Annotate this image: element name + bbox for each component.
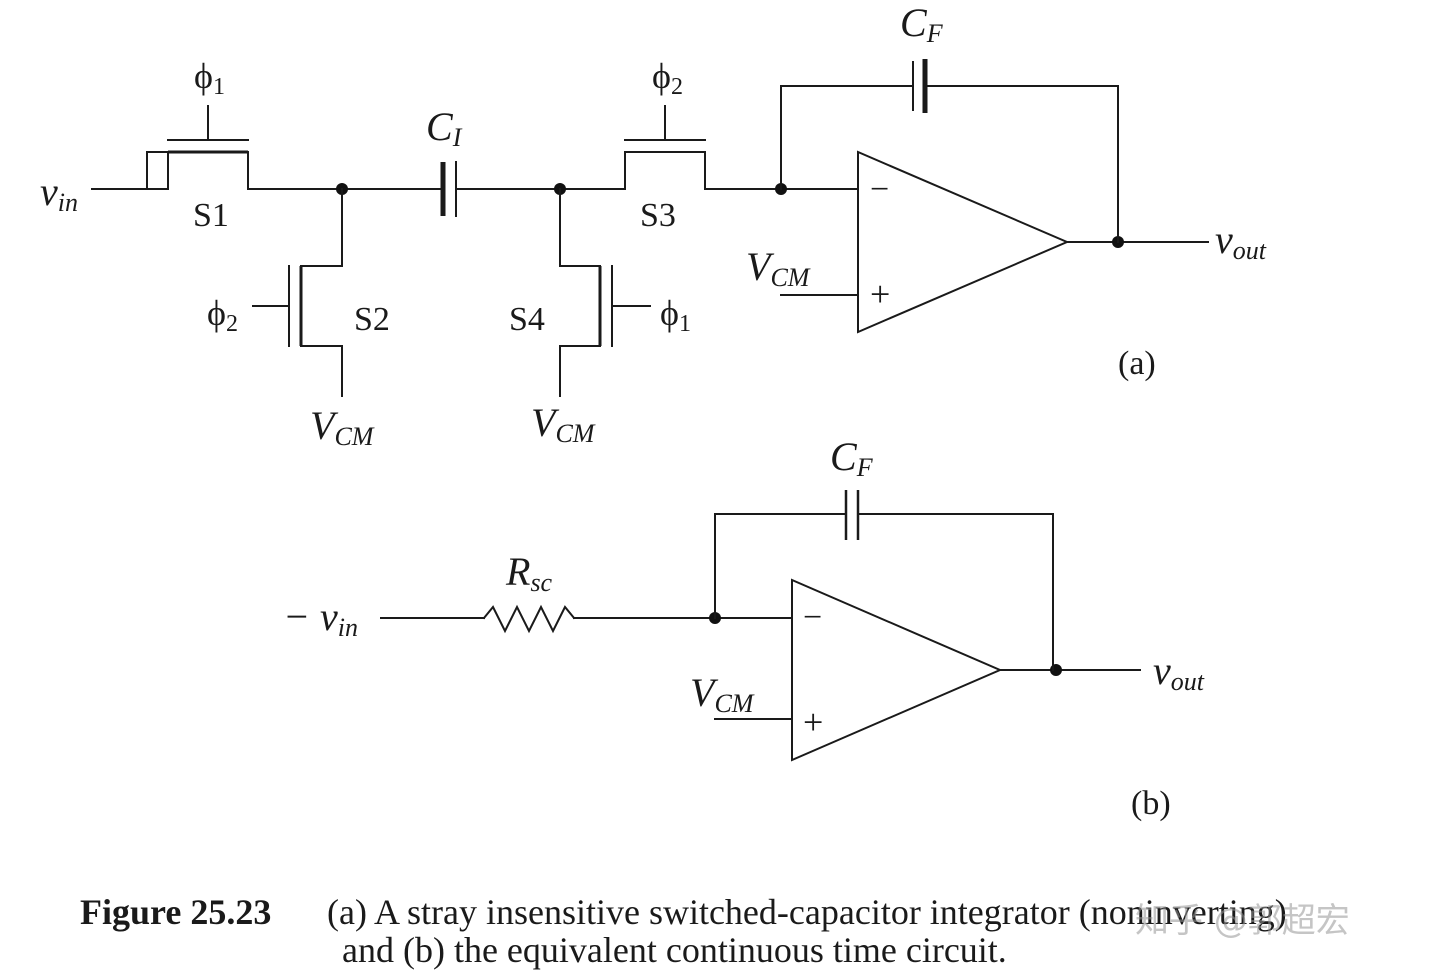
circuit-diagram: vin S1 ϕ1 CI S3 ϕ2 CF ϕ2 S2 S4 ϕ1 VCM VC… — [40, 0, 1267, 822]
resistor-rsc — [482, 604, 576, 634]
capacitor-cf-b — [714, 490, 1054, 671]
phase-label-s3: ϕ2 — [652, 56, 683, 100]
output-label-a: vout — [1215, 217, 1267, 265]
switch-label-s4: S4 — [509, 301, 545, 338]
phase-label-s2: ϕ2 — [207, 293, 238, 337]
circuit-b-tag: (b) — [1131, 785, 1171, 822]
switch-label-s2: S2 — [354, 301, 390, 338]
opamp-b — [714, 578, 1141, 762]
circuit-b — [380, 490, 1141, 762]
switch-s4 — [559, 188, 651, 397]
caption-line-2: and (b) the equivalent continuous time c… — [342, 930, 1007, 970]
input-label-b: −vin — [283, 594, 358, 642]
vcm-label-opamp-b: VCM — [690, 670, 755, 718]
node-output-b — [1050, 664, 1062, 676]
vcm-label-s2: VCM — [310, 403, 375, 451]
caption-line-1: (a) A stray insensitive switched-capacit… — [327, 892, 1287, 932]
switch-s3 — [624, 105, 859, 190]
switch-s1 — [146, 105, 271, 190]
figure-number: Figure 25.23 — [80, 892, 272, 932]
vcm-label-opamp-a: VCM — [746, 244, 811, 292]
circuit-a — [91, 59, 1209, 397]
capacitor-ci — [427, 161, 626, 217]
opamp-a-minus: − — [870, 171, 889, 208]
circuit-a-tag: (a) — [1118, 345, 1156, 382]
switch-label-s1: S1 — [193, 197, 229, 234]
phase-label-s4: ϕ1 — [660, 293, 691, 337]
output-label-b: vout — [1153, 648, 1205, 696]
input-label-a: vin — [40, 169, 78, 217]
switch-label-s3: S3 — [640, 197, 676, 234]
opamp-b-plus: + — [803, 702, 823, 742]
ci-label: CI — [426, 104, 463, 152]
opamp-a — [780, 150, 1209, 334]
rsc-label: Rsc — [505, 549, 553, 597]
vcm-label-s4: VCM — [531, 400, 596, 448]
phase-label-s1: ϕ1 — [194, 56, 225, 100]
opamp-b-minus: − — [803, 599, 822, 636]
opamp-a-plus: + — [870, 274, 890, 314]
cf-label-b: CF — [830, 434, 874, 482]
capacitor-cf-a — [780, 59, 1119, 243]
watermark: 知乎 @郭超宏 — [1135, 901, 1350, 941]
cf-label-a: CF — [900, 0, 944, 48]
switch-s2 — [252, 188, 343, 397]
